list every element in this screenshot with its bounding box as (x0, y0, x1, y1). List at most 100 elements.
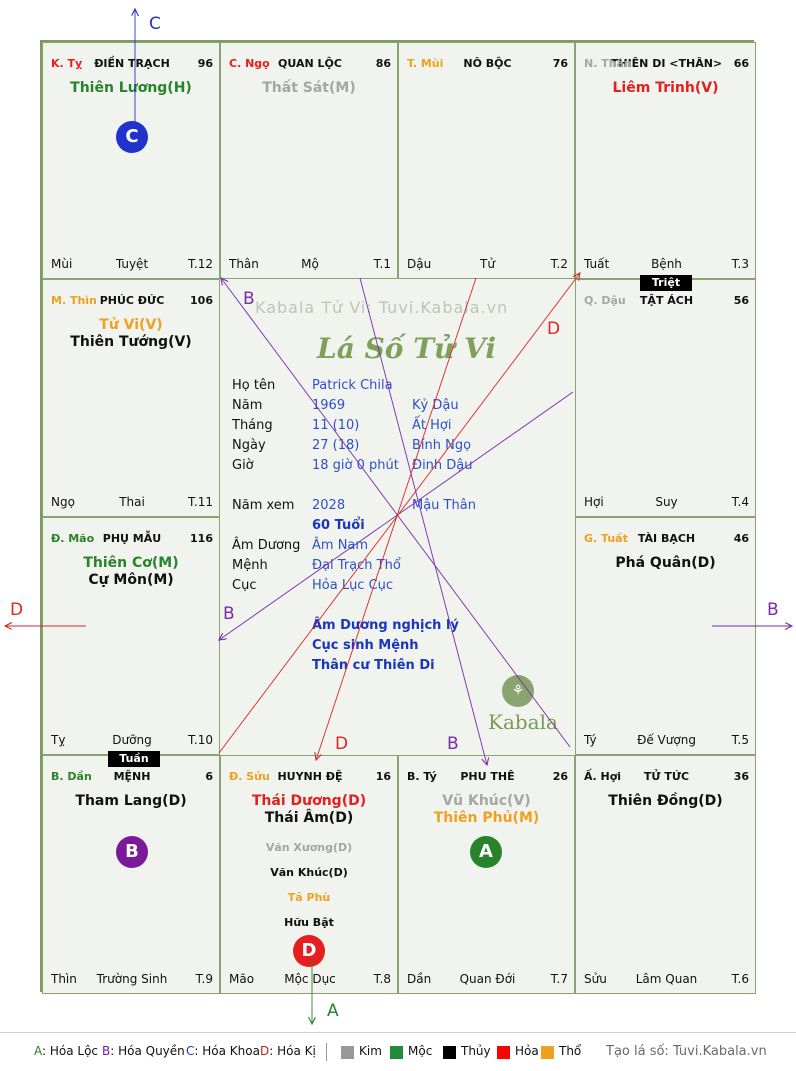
palace-header: PHÚC ĐỨC M. Thìn 106 (51, 294, 213, 308)
major-star: Thiên Đồng(D) (608, 793, 723, 809)
palace-branch: Tuất (584, 257, 610, 271)
palace-month: T.4 (731, 495, 749, 509)
info-label: Giờ (232, 458, 254, 473)
palace-name: MỆNH (113, 770, 151, 783)
palace-footer: Tử Dậu T.2 (407, 257, 568, 271)
palace-name: HUYNH ĐỆ (277, 770, 343, 783)
hoa-loc-circle: A (470, 836, 502, 868)
info-label: Ngày (232, 438, 266, 453)
line-label-b-3: B (447, 734, 459, 754)
palace-name: THIÊN DI <THÂN> (610, 57, 723, 70)
hoa-quyen-line-3 (359, 277, 487, 765)
palace-score: 76 (552, 57, 568, 70)
major-star: Cự Môn(M) (88, 572, 174, 588)
kabala-logo-text: Kabala (488, 710, 558, 734)
palace-stage: Trường Sinh (96, 972, 168, 986)
info-value: 18 giờ 0 phút (312, 458, 399, 473)
info-label: Mệnh (232, 558, 268, 573)
info-extra: Kỷ Dậu (412, 398, 459, 413)
line-label-b-1: B (243, 289, 255, 309)
palace-score: 106 (190, 294, 213, 307)
left-arrow-label: D (10, 600, 23, 620)
palace-can-chi: N. Thân (584, 57, 632, 70)
palace-score: 116 (190, 532, 213, 545)
palace-score: 46 (733, 532, 749, 545)
hoa-ki-circle: D (293, 935, 325, 967)
palace-stage: Tử (480, 257, 495, 271)
legend-label: : Hóa Lộc (42, 1044, 99, 1058)
palace-month: T.3 (731, 257, 749, 271)
palace-score: 96 (197, 57, 213, 70)
major-star: Thiên Cơ(M) (83, 555, 179, 571)
palace-stage: Suy (655, 495, 678, 509)
palace-name: TÀI BẠCH (637, 532, 696, 545)
palace-month: T.12 (188, 257, 213, 271)
legend-key: D (260, 1044, 270, 1058)
info-value: Patrick Chila (312, 378, 393, 393)
element-label: Kim (359, 1044, 382, 1058)
major-star: Thái Dương(D) (251, 793, 367, 809)
legend-key: A (34, 1044, 42, 1058)
info-extra: Bính Ngọ (412, 438, 472, 453)
legend-key: B (102, 1044, 111, 1058)
palace-stage: Bệnh (651, 257, 682, 271)
palace-header: PHỤ MẪU Đ. Mão 116 (51, 532, 213, 546)
palace-name: PHỤ MẪU (102, 532, 162, 545)
element-label: Mộc (408, 1044, 433, 1058)
palace-footer: Mộ Thân T.1 (229, 257, 391, 271)
palace-branch: Sửu (584, 972, 607, 986)
hoa-quyen-circle: B (116, 836, 148, 868)
palace-branch: Dậu (407, 257, 432, 271)
palace-header: QUAN LỘC C. Ngọ 86 (229, 57, 391, 71)
palace-stage: Lâm Quan (635, 972, 698, 986)
legend-key: C (186, 1044, 195, 1058)
palace-score: 86 (375, 57, 391, 70)
legend-item: C: Hóa Khoa (186, 1044, 260, 1058)
palace-can-chi: C. Ngọ (229, 57, 270, 70)
palace-month: T.8 (373, 972, 391, 986)
palace-name: ĐIỀN TRẠCH (94, 57, 170, 70)
legend-divider (326, 1043, 327, 1061)
line-label-d-2: D (335, 734, 348, 754)
palace-stage: Thai (119, 495, 145, 509)
palace-stage: Mộc Dục (284, 972, 336, 986)
top-arrow-label: C (149, 14, 161, 34)
palace-header: HUYNH ĐỆ Đ. Sửu 16 (229, 770, 391, 784)
palace-month: T.2 (550, 257, 568, 271)
palace-header: MỆNH B. Dần 6 (51, 770, 213, 784)
major-star: Thiên Lương(H) (70, 80, 192, 96)
element-swatch (541, 1046, 554, 1059)
info-note: Cục sinh Mệnh (312, 638, 419, 653)
palace-footer: Đế Vượng Tý T.5 (584, 733, 749, 747)
palace-month: T.5 (731, 733, 749, 747)
chart-title: Lá Số Tử Vi (317, 332, 497, 365)
info-note: Thân cư Thiên Di (312, 658, 435, 673)
major-star: Thái Âm(D) (264, 810, 354, 826)
palace-name: PHÚC ĐỨC (99, 294, 165, 307)
info-value: 1969 (312, 398, 346, 413)
palace-header: TÀI BẠCH G. Tuất 46 (584, 532, 749, 546)
palace-score: 16 (375, 770, 391, 783)
info-value: 2028 (312, 498, 346, 513)
info-label: Năm (232, 398, 263, 413)
palace-footer: Thai Ngọ T.11 (51, 495, 213, 509)
palace-header: TẬT ÁCH Q. Dậu 56 (584, 294, 749, 308)
info-value: 27 (18) (312, 438, 360, 453)
palace-score: 36 (733, 770, 749, 783)
palace-score: 6 (205, 770, 213, 783)
hoa-quyen-line-1 (221, 278, 571, 748)
palace-header: THIÊN DI <THÂN> N. Thân 66 (584, 57, 749, 71)
palace-footer: Tuyệt Mùi T.12 (51, 257, 213, 271)
major-star: Thất Sát(M) (262, 80, 356, 96)
palace-can-chi: G. Tuất (584, 532, 628, 545)
palace-branch: Ngọ (51, 495, 75, 509)
palace-footer: Trường Sinh Thìn T.9 (51, 972, 213, 986)
element-label: Thổ (559, 1044, 582, 1058)
line-label-d-1: D (547, 319, 560, 339)
info-label: Năm xem (232, 498, 295, 513)
